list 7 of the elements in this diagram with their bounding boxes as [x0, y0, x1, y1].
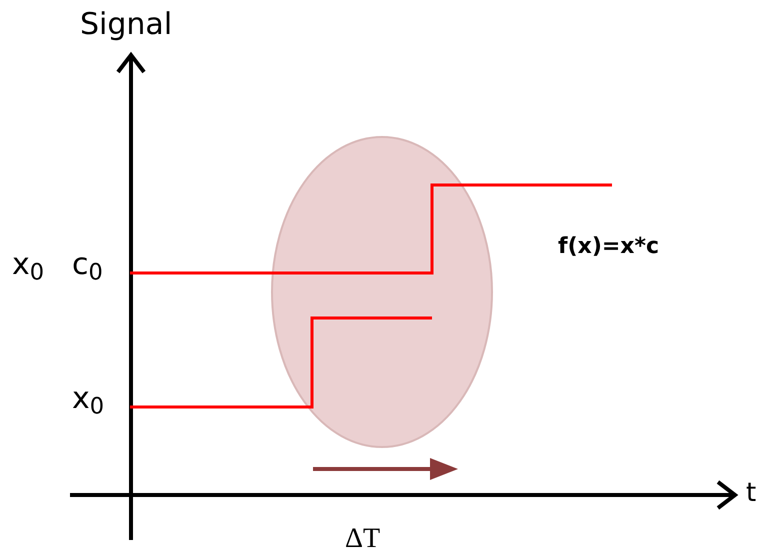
axis-label: x$_{0}$ [72, 384, 104, 418]
axis-title: Signal [80, 10, 172, 40]
axis-label: x$_{0}$ [12, 250, 44, 284]
axis-title: t [746, 480, 756, 506]
axis-label: c$_{0}$ [72, 250, 103, 284]
interval-label: ΔT [345, 525, 380, 553]
function-label: f(x)=x*c [558, 236, 660, 258]
